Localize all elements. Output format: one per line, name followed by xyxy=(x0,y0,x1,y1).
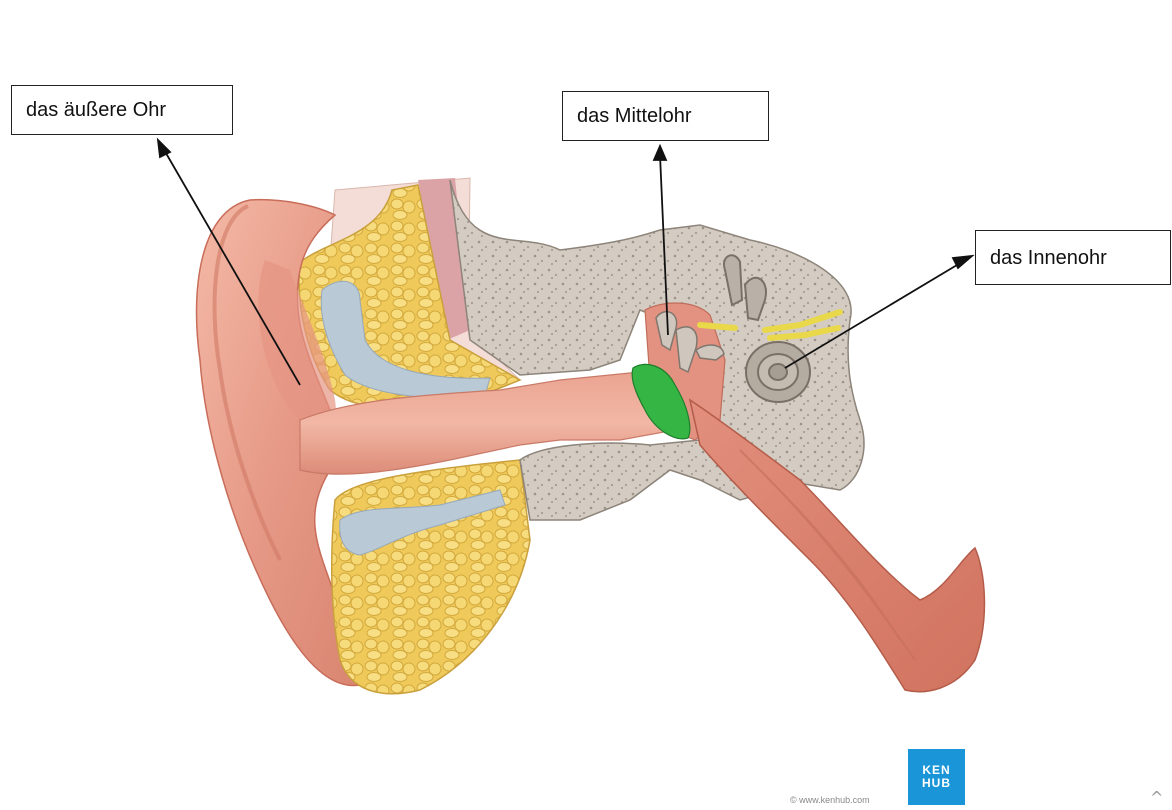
credit-text: © www.kenhub.com xyxy=(790,795,870,805)
label-outer-ear-text: das äußere Ohr xyxy=(26,100,166,120)
label-outer-ear: das äußere Ohr xyxy=(11,85,233,135)
label-middle-ear: das Mittelohr xyxy=(562,91,769,141)
kenhub-logo: KEN HUB xyxy=(908,749,965,805)
label-inner-ear: das Innenohr xyxy=(975,230,1171,285)
label-middle-ear-text: das Mittelohr xyxy=(577,106,692,126)
label-inner-ear-text: das Innenohr xyxy=(990,248,1107,268)
logo-line-2: HUB xyxy=(922,777,951,790)
chevron-up-icon[interactable]: ^ xyxy=(1150,788,1163,807)
